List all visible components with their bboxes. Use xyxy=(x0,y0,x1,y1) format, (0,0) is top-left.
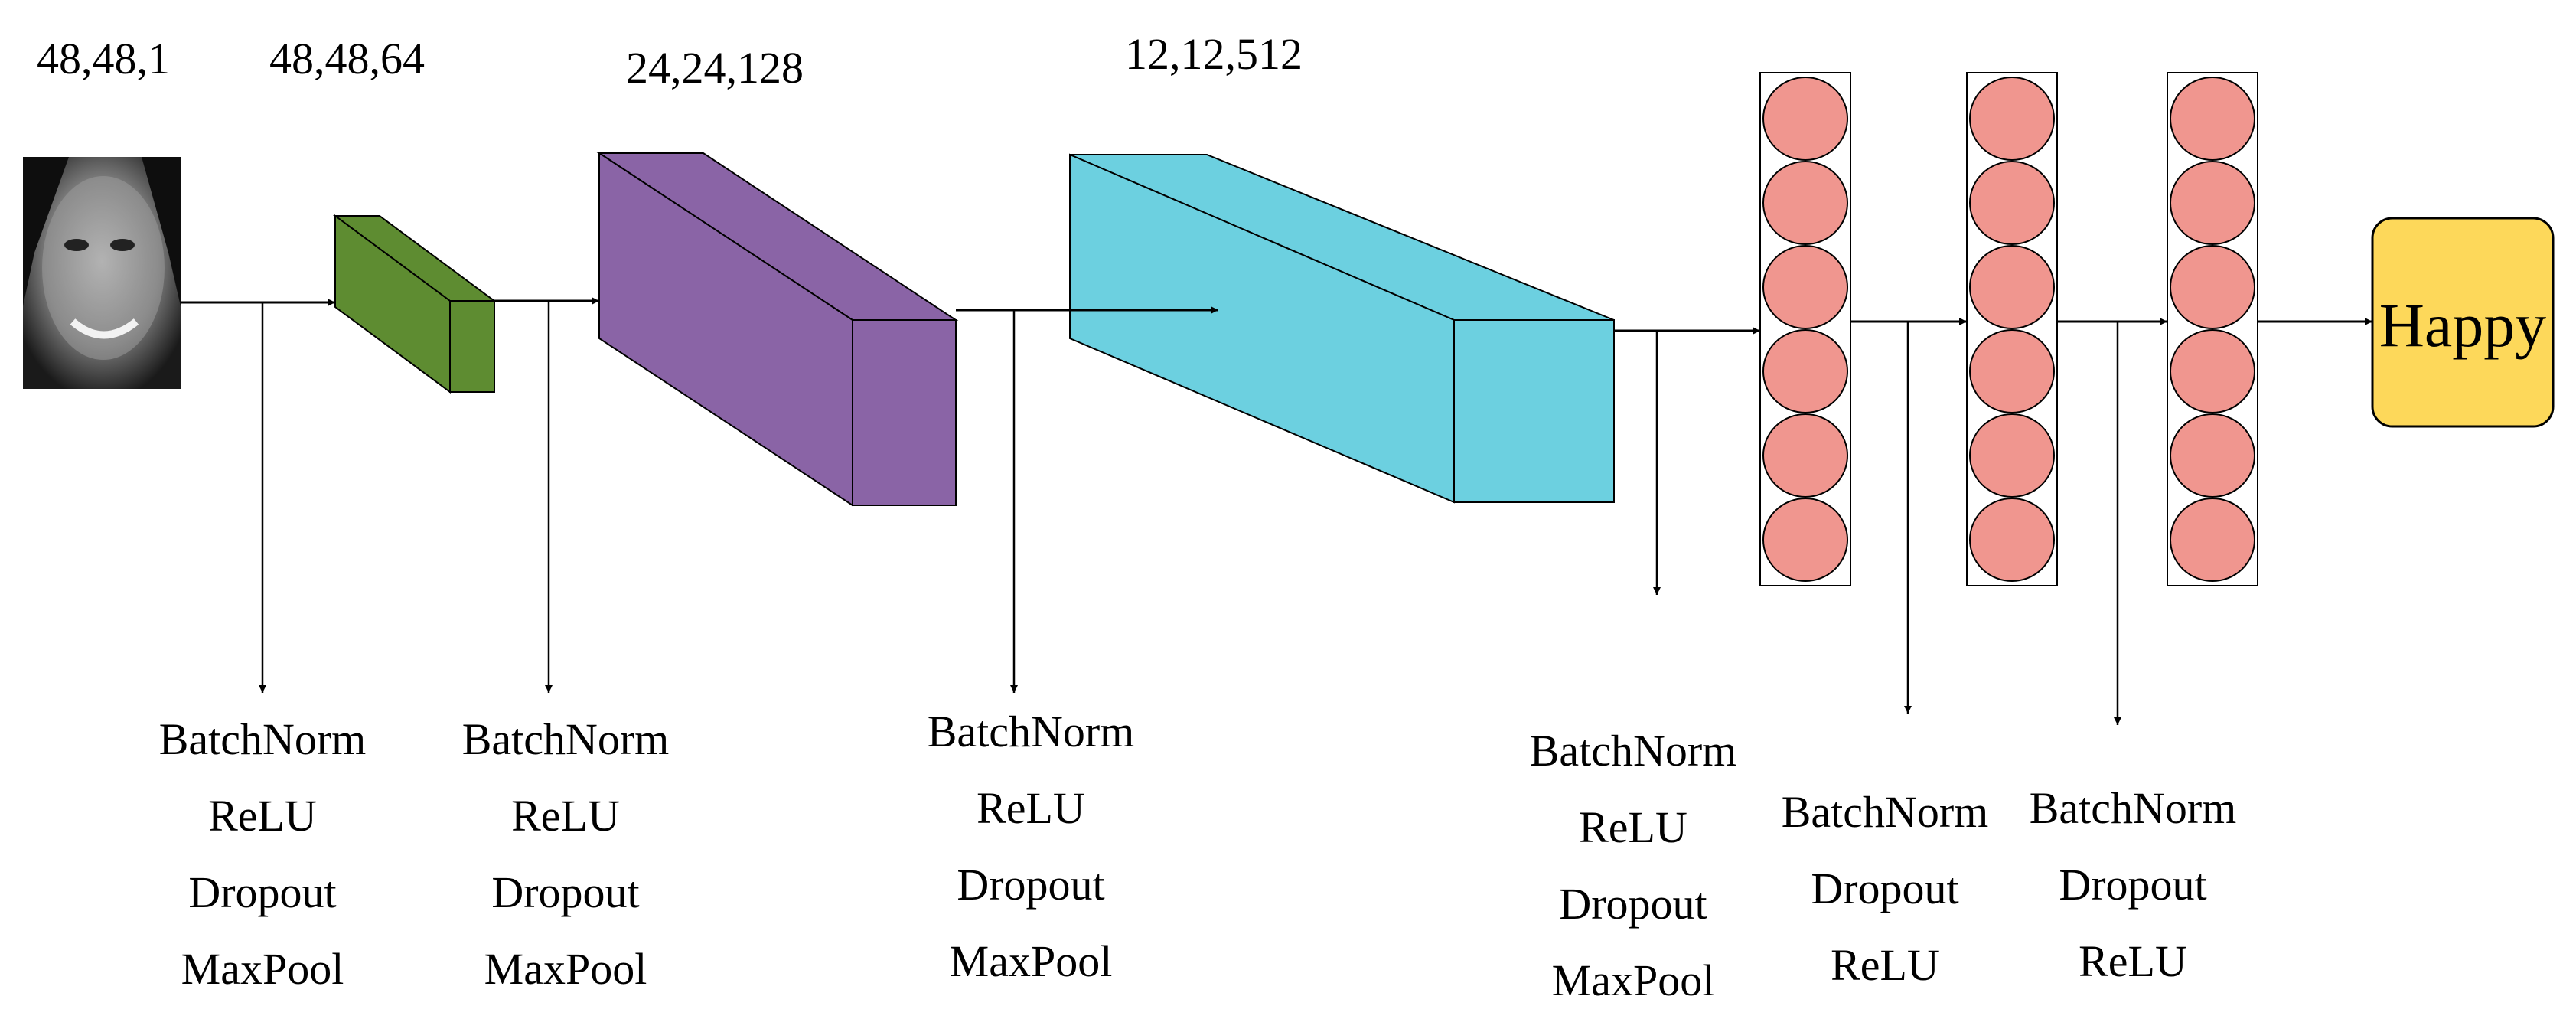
neuron xyxy=(2170,498,2255,582)
conv-block-1 xyxy=(332,214,497,394)
op-label: ReLU xyxy=(1831,940,1939,990)
neuron xyxy=(1762,77,1848,161)
input-face-image xyxy=(23,157,181,389)
output-node: Happy xyxy=(2371,217,2555,428)
op-label: Dropout xyxy=(188,867,336,917)
neuron xyxy=(2170,245,2255,329)
neuron xyxy=(2170,329,2255,413)
main-flow-arrows xyxy=(181,297,2372,335)
neuron xyxy=(2170,77,2255,161)
ops-block-4: BatchNorm ReLU Dropout MaxPool xyxy=(1530,726,1737,1005)
op-label: ReLU xyxy=(511,791,620,841)
op-label: BatchNorm xyxy=(2030,783,2237,833)
op-label: Dropout xyxy=(1559,879,1707,929)
op-label: MaxPool xyxy=(181,944,344,994)
neuron xyxy=(1969,498,2055,582)
conv-block-3 xyxy=(1069,153,1615,504)
op-label: ReLU xyxy=(977,783,1085,833)
dense-layer-1 xyxy=(1759,72,1851,586)
op-label: ReLU xyxy=(1579,802,1687,852)
neuron xyxy=(1969,161,2055,245)
op-label: Dropout xyxy=(2059,860,2206,910)
op-branch-arrows xyxy=(259,301,2121,725)
neuron xyxy=(2170,161,2255,245)
neuron xyxy=(1969,245,2055,329)
output-label: Happy xyxy=(2379,290,2547,360)
neuron xyxy=(1762,245,1848,329)
neuron xyxy=(1762,413,1848,498)
op-label: MaxPool xyxy=(950,936,1113,986)
conv-block-1-front xyxy=(449,300,495,393)
block1-shape-label: 48,48,64 xyxy=(269,34,425,83)
output-box xyxy=(2371,217,2555,428)
block3-shape-label: 12,12,512 xyxy=(1125,29,1303,79)
op-label: MaxPool xyxy=(484,944,647,994)
op-label: Dropout xyxy=(491,867,639,917)
neuron xyxy=(1762,498,1848,582)
conv-block-2 xyxy=(596,152,959,507)
dense-layer-2 xyxy=(1966,72,2058,586)
neuron xyxy=(1762,161,1848,245)
ops-dense-1: BatchNorm Dropout ReLU xyxy=(1782,787,1989,990)
block2-shape-label: 24,24,128 xyxy=(626,43,804,93)
dense-layer-3 xyxy=(2167,72,2258,586)
op-label: ReLU xyxy=(208,791,317,841)
op-label: BatchNorm xyxy=(1530,726,1737,776)
ops-dense-2: BatchNorm Dropout ReLU xyxy=(2030,783,2237,986)
input-shape-label: 48,48,1 xyxy=(37,34,170,83)
op-label: Dropout xyxy=(957,860,1104,910)
conv-block-2-front xyxy=(852,319,957,506)
op-label: ReLU xyxy=(2079,936,2187,986)
ops-block-3: BatchNorm ReLU Dropout MaxPool xyxy=(928,707,1135,986)
dense-layers xyxy=(1759,72,2258,586)
neuron xyxy=(1969,77,2055,161)
neuron xyxy=(1969,413,2055,498)
neuron xyxy=(1969,329,2055,413)
op-label: BatchNorm xyxy=(1782,787,1989,837)
op-label: MaxPool xyxy=(1552,955,1715,1005)
neuron xyxy=(2170,413,2255,498)
ops-block-1: BatchNorm ReLU Dropout MaxPool xyxy=(159,714,367,994)
op-label: BatchNorm xyxy=(462,714,670,764)
neuron xyxy=(1762,329,1848,413)
conv-block-3-front xyxy=(1453,319,1615,503)
ops-block-2: BatchNorm ReLU Dropout MaxPool xyxy=(462,714,670,994)
op-label: Dropout xyxy=(1811,864,1958,913)
op-label: BatchNorm xyxy=(159,714,367,764)
op-label: BatchNorm xyxy=(928,707,1135,756)
